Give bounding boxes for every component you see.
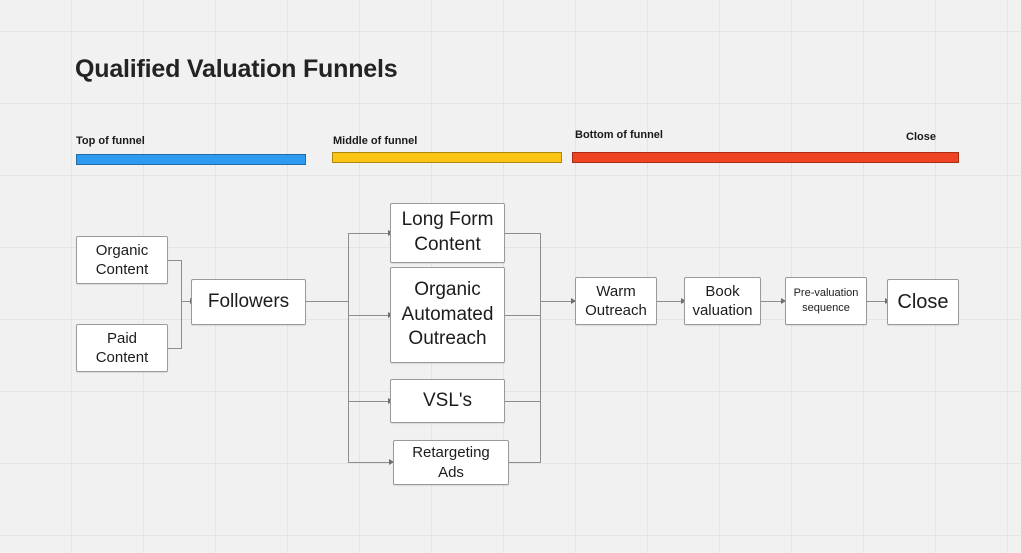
edge-bus-to-vsls xyxy=(348,401,390,402)
edge-organic-to-bus xyxy=(168,260,182,261)
node-followers[interactable]: Followers xyxy=(191,279,306,325)
arrowhead-warm-outreach xyxy=(571,298,576,304)
edge-paid-to-bus xyxy=(168,348,182,349)
stage-label-middle-of-funnel: Middle of funnel xyxy=(333,135,418,147)
edge-left-merge-bus xyxy=(181,260,182,348)
edge-bus-to-retargeting xyxy=(348,462,391,463)
node-vsls[interactable]: VSL's xyxy=(390,379,505,423)
stage-label-close: Close xyxy=(906,131,936,143)
edge-bus-to-organic-outreach xyxy=(348,315,390,316)
edge-merge-to-warm-outreach xyxy=(540,301,575,302)
arrowhead-retargeting xyxy=(389,459,394,465)
edge-long-form-to-merge xyxy=(505,233,541,234)
node-close[interactable]: Close xyxy=(887,279,959,325)
edge-followers-to-bus xyxy=(306,301,348,302)
stage-label-bottom-of-funnel: Bottom of funnel xyxy=(575,129,663,141)
page-title: Qualified Valuation Funnels xyxy=(75,55,398,83)
edge-prevaluation-to-close xyxy=(867,301,889,302)
node-retargeting-ads[interactable]: Retargeting Ads xyxy=(393,440,509,485)
edge-warm-to-book xyxy=(657,301,685,302)
edge-branch-bus xyxy=(348,233,349,462)
stage-label-top-of-funnel: Top of funnel xyxy=(76,135,145,147)
edge-vsls-to-merge xyxy=(505,401,541,402)
node-book-valuation[interactable]: Book valuation xyxy=(684,277,761,325)
edge-bus-to-followers xyxy=(181,301,191,302)
edge-retargeting-to-merge xyxy=(509,462,541,463)
edge-merge-bus xyxy=(540,233,541,462)
stage-bar-top-of-funnel xyxy=(76,154,306,165)
arrowhead-prevaluation xyxy=(781,298,786,304)
node-long-form-content[interactable]: Long Form Content xyxy=(390,203,505,263)
edge-organic-outreach-to-merge xyxy=(505,315,541,316)
node-organic-automated-outreach[interactable]: Organic Automated Outreach xyxy=(390,267,505,363)
edge-bus-to-long-form xyxy=(348,233,390,234)
node-pre-valuation-sequence[interactable]: Pre-valuation sequence xyxy=(785,277,867,325)
stage-bar-bottom-of-funnel xyxy=(572,152,959,163)
node-organic-content[interactable]: Organic Content xyxy=(76,236,168,284)
node-warm-outreach[interactable]: Warm Outreach xyxy=(575,277,657,325)
edge-book-to-prevaluation xyxy=(761,301,785,302)
node-paid-content[interactable]: Paid Content xyxy=(76,324,168,372)
stage-bar-middle-of-funnel xyxy=(332,152,562,163)
arrowhead-book-valuation xyxy=(681,298,686,304)
